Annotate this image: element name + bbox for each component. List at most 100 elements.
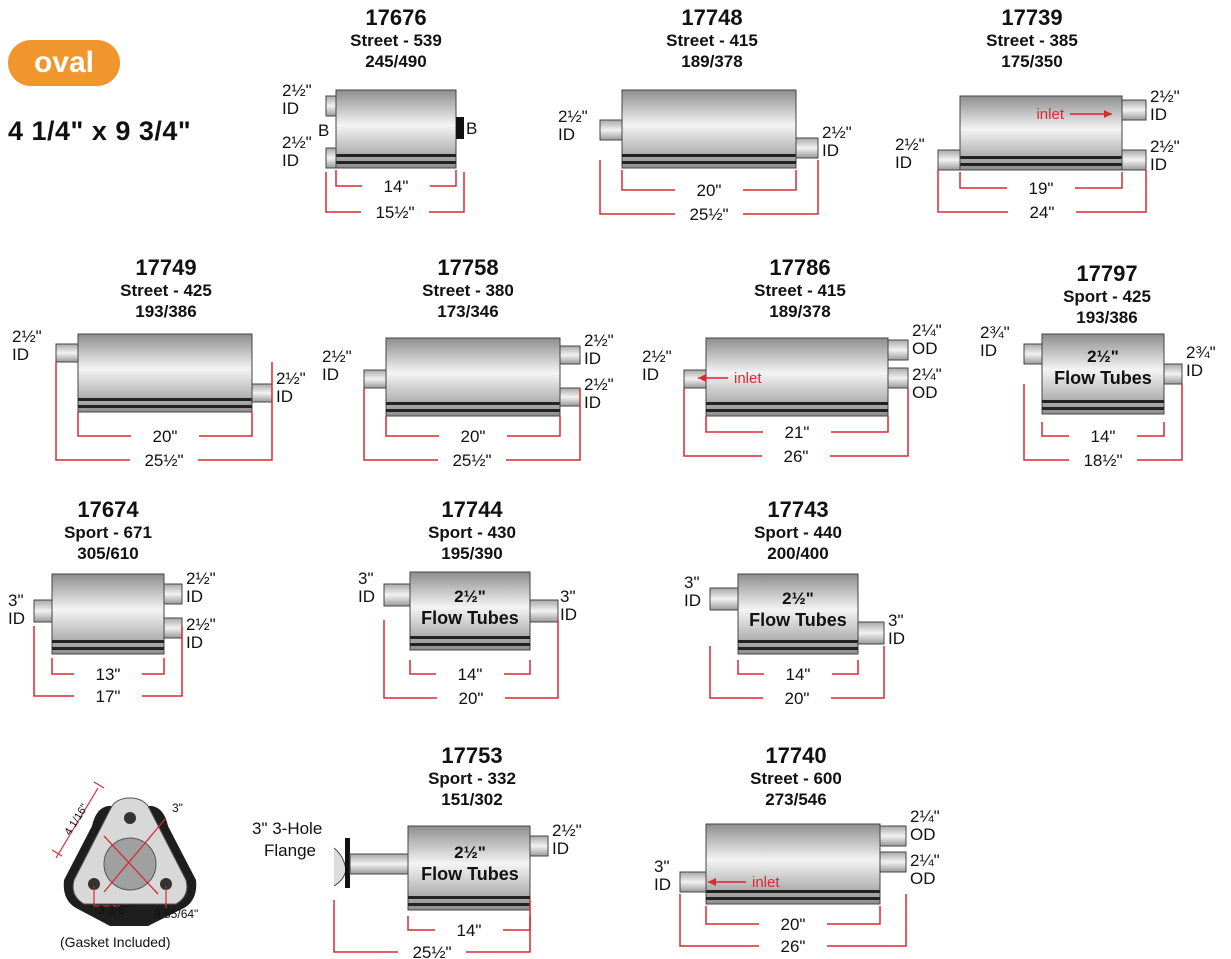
muffler-seam [336,154,456,157]
dimension-label: 25½" [689,205,728,224]
pipe-label: ID [282,99,299,118]
pipe-label: 2½" [186,569,216,588]
pipe-label: 2½" [895,135,925,154]
dimension-line [363,388,438,461]
muffler-seam [410,643,530,646]
pipe-label: ID [684,591,701,610]
dimension-label: 14" [384,177,409,196]
pipe-label: 2½" [1150,87,1180,106]
muffler-seam [706,890,880,893]
pipe-label: 2½" [186,615,216,634]
flange-plate [345,838,350,888]
pipe-label: 3" [8,591,24,610]
dimension-line [1076,170,1147,213]
inlet-arrowhead [698,374,706,382]
model-series: Sport - 430 [428,523,516,542]
pipe-stub [937,149,961,171]
pipe-stub [55,343,79,363]
dimension-line [1075,172,1123,189]
flow-tube-size: 2½" [1087,347,1119,366]
muffler-seam [622,154,796,157]
dimension-label: 14" [457,921,482,940]
model-number: 17797 [1076,261,1138,286]
muffler-seam [738,647,858,650]
muffler-seam [78,398,252,401]
dimension-line [142,658,165,675]
pipe-stub [679,871,707,893]
dimension-label: 15½" [375,203,414,222]
gasket-dimension-label: 3" [172,801,183,815]
model-spec: 173/346 [437,302,499,321]
model-spec: 193/386 [135,302,197,321]
dimension-line [705,906,759,925]
dimension-line [335,170,362,187]
pipe-label: 2¼" [910,807,940,826]
dimension-line [333,900,398,953]
pipe-label: ID [560,605,577,624]
pipe-label: ID [322,365,339,384]
pipe-label: ID [8,609,25,628]
model-series: Street - 539 [350,31,442,50]
gasket-dimension-label: 4 1/16" [62,802,91,838]
flow-tube-label: Flow Tubes [421,608,519,628]
pipe-stub [1121,149,1147,171]
flange-label: 3" 3-Hole [252,819,322,838]
gasket-bolt-hole [160,878,172,890]
model-title-17797: 17797 Sport - 425 193/386 [987,262,1227,328]
dimension-line [827,906,881,925]
pipe-stub [795,137,819,159]
model-number: 17676 [365,5,427,30]
pipe-label: 2½" [1150,137,1180,156]
pipe-stub [325,147,337,169]
pipe-label: 3" [888,611,904,630]
dimension-line [385,416,439,437]
pipe-label: ID [1186,361,1203,380]
gasket-caption: (Gasket Included) [60,934,171,950]
dimension-label: 20" [697,181,722,200]
muffler-seam [386,409,560,412]
pipe-label: ID [1150,105,1167,124]
model-spec: 151/302 [441,790,503,809]
model-number: 17743 [767,497,829,522]
muffler-seam [1042,407,1164,410]
dimension-label: 26" [781,937,806,956]
dimension-line [830,388,909,457]
pipe-label: ID [822,141,839,160]
inlet-arrowhead [1104,110,1112,118]
pipe-label: ID [276,387,293,406]
gasket-dim-line [93,886,167,908]
flange-label: Flange [264,841,316,860]
dimension-line [199,412,253,437]
dimension-line [621,170,675,191]
model-spec: 245/490 [365,52,427,71]
model-number: 17739 [1001,5,1063,30]
dimension-line [325,172,361,213]
model-title-17744: 17744 Sport - 430 195/390 [352,498,592,564]
dimension-line [1137,422,1165,437]
model-number: 17749 [135,255,197,280]
muffler-seam [738,640,858,643]
pipe-label: ID [980,341,997,360]
muffler-seam [408,896,530,899]
dimension-label: 14" [786,665,811,684]
model-title-17786: 17786 Street - 415 189/378 [680,256,920,322]
pipe-stub [879,825,907,847]
dimension-label: 13" [96,665,121,684]
pipe-label: 2½" [642,347,672,366]
pipe-stub [529,599,559,623]
pipe-stub [251,383,273,403]
pipe-stub [383,583,411,607]
muffler-seam [408,903,530,906]
model-spec: 273/546 [765,790,827,809]
gasket-bolt-hole [88,878,100,890]
dimension-line [466,900,531,953]
model-series: Street - 415 [754,281,846,300]
dimension-line [705,416,763,433]
model-spec: 189/378 [681,52,743,71]
pipe-stub [1163,363,1183,385]
dimension-line [709,646,763,699]
pipe-label: 2¼" [912,321,942,340]
pipe-label: 2¾" [1186,343,1216,362]
flow-tube-size: 2½" [782,589,814,608]
